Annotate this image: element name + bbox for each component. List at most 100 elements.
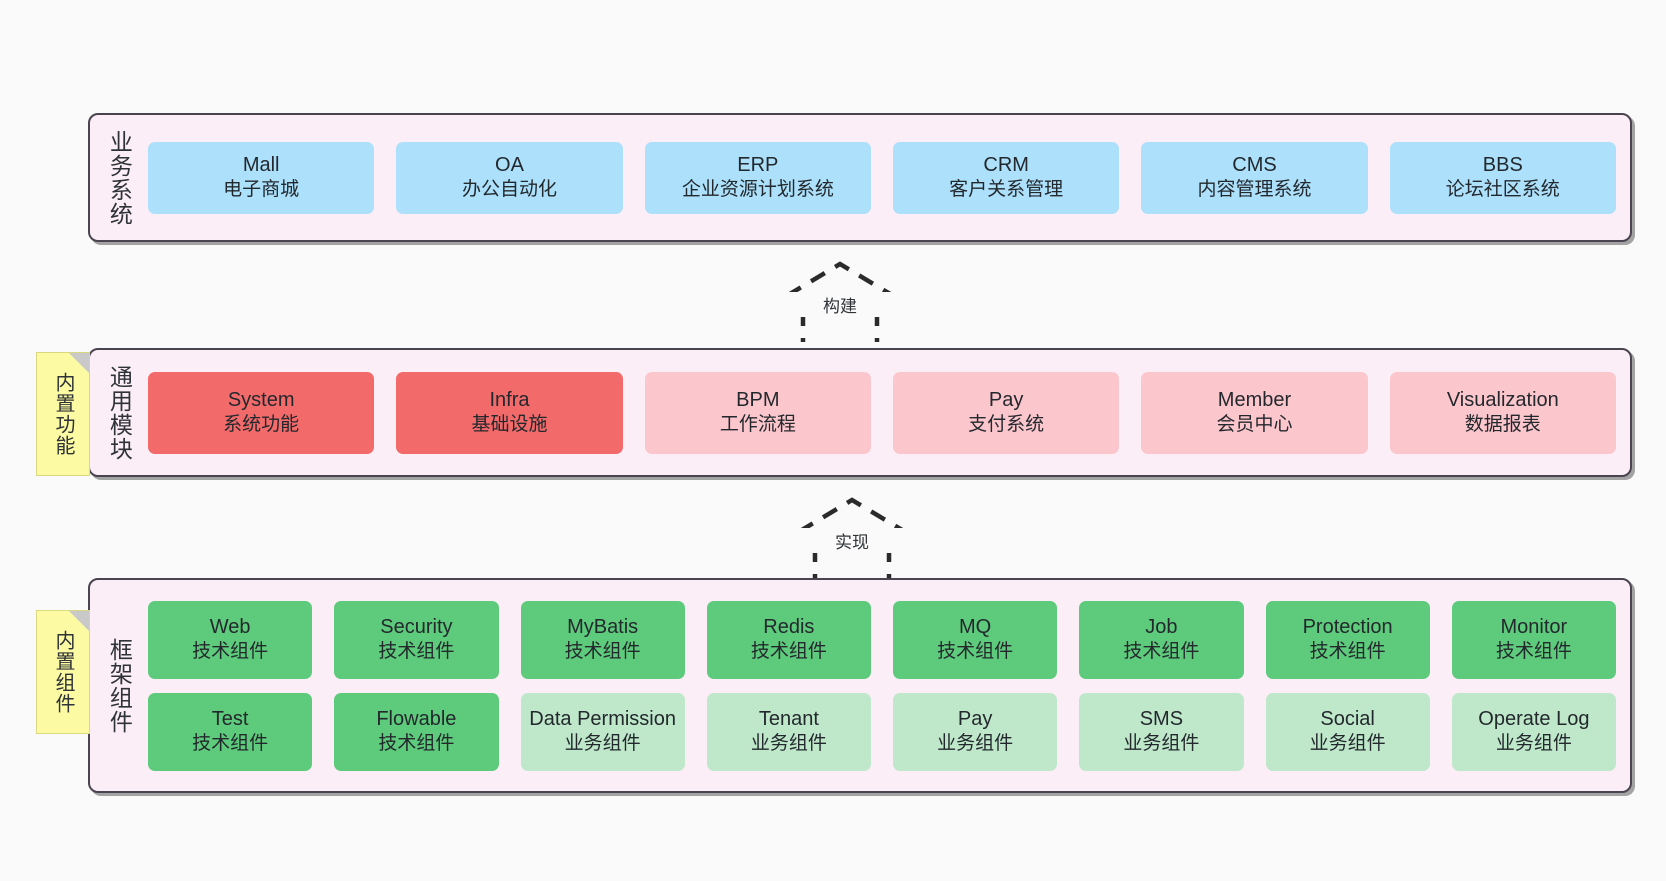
component-card-web[interactable]: Web 技术组件 xyxy=(148,600,313,679)
connector-implement-arrow: 实现 xyxy=(757,494,947,579)
card-title: Mall xyxy=(242,154,280,177)
card-title: Test xyxy=(211,708,249,731)
card-subtitle: 技术组件 xyxy=(1309,641,1386,663)
card-title: SMS xyxy=(1139,708,1184,731)
card-subtitle: 技术组件 xyxy=(937,641,1014,663)
business-row: Mall 电子商城 OA 办公自动化 ERP 企业资源计划系统 CRM 客户关系… xyxy=(148,141,1616,214)
module-card-pay[interactable]: Pay 支付系统 xyxy=(892,371,1120,454)
card-subtitle: 系统功能 xyxy=(223,414,300,436)
framework-row-business: Test 技术组件 Flowable 技术组件 Data Permission … xyxy=(148,692,1616,771)
card-title: Data Permission xyxy=(529,708,676,731)
card-subtitle: 客户关系管理 xyxy=(949,179,1064,201)
business-card-crm[interactable]: CRM 客户关系管理 xyxy=(892,141,1120,214)
card-title: OA xyxy=(495,154,524,177)
component-card-monitor[interactable]: Monitor 技术组件 xyxy=(1451,600,1616,679)
component-card-redis[interactable]: Redis 技术组件 xyxy=(706,600,871,679)
connector-build-arrow: 构建 xyxy=(745,258,935,343)
common-row: System 系统功能 Infra 基础设施 BPM 工作流程 Pay 支付系统… xyxy=(148,371,1616,454)
module-card-infra[interactable]: Infra 基础设施 xyxy=(396,371,623,454)
card-title: System xyxy=(227,389,295,412)
card-subtitle: 技术组件 xyxy=(192,641,269,663)
business-card-bbs[interactable]: BBS 论坛社区系统 xyxy=(1389,141,1616,214)
layer-framework-components: 框架组件 Web 技术组件 Security 技术组件 MyBatis 技术组件… xyxy=(88,578,1632,793)
layer-framework-components-body: Web 技术组件 Security 技术组件 MyBatis 技术组件 Redi… xyxy=(138,580,1630,791)
component-card-mq[interactable]: MQ 技术组件 xyxy=(893,600,1058,679)
component-card-data-permission[interactable]: Data Permission 业务组件 xyxy=(520,692,685,771)
card-title: CMS xyxy=(1232,154,1277,177)
layer-business-systems-body: Mall 电子商城 OA 办公自动化 ERP 企业资源计划系统 CRM 客户关系… xyxy=(138,115,1630,240)
component-card-sms[interactable]: SMS 业务组件 xyxy=(1079,692,1244,771)
card-title: Security xyxy=(380,616,453,639)
card-subtitle: 论坛社区系统 xyxy=(1445,179,1560,201)
component-card-security[interactable]: Security 技术组件 xyxy=(334,600,499,679)
component-card-mybatis[interactable]: MyBatis 技术组件 xyxy=(520,600,685,679)
component-card-job[interactable]: Job 技术组件 xyxy=(1079,600,1244,679)
component-card-social[interactable]: Social 业务组件 xyxy=(1265,692,1430,771)
card-title: BBS xyxy=(1482,154,1523,177)
module-card-bpm[interactable]: BPM 工作流程 xyxy=(644,371,871,454)
component-card-flowable[interactable]: Flowable 技术组件 xyxy=(334,692,499,771)
business-card-mall[interactable]: Mall 电子商城 xyxy=(148,141,375,214)
note-builtin-components: 内置组件 xyxy=(36,610,90,734)
component-card-operate-log[interactable]: Operate Log 业务组件 xyxy=(1451,692,1616,771)
connector-build-label: 构建 xyxy=(745,292,935,317)
card-title: Job xyxy=(1145,616,1178,639)
card-subtitle: 业务组件 xyxy=(1123,733,1200,755)
card-subtitle: 技术组件 xyxy=(750,641,827,663)
card-subtitle: 内容管理系统 xyxy=(1197,179,1312,201)
card-subtitle: 业务组件 xyxy=(937,733,1014,755)
card-subtitle: 技术组件 xyxy=(378,641,455,663)
component-card-test[interactable]: Test 技术组件 xyxy=(148,692,313,771)
card-title: MQ xyxy=(959,616,992,639)
card-subtitle: 业务组件 xyxy=(1309,733,1386,755)
layer-common-modules-body: System 系统功能 Infra 基础设施 BPM 工作流程 Pay 支付系统… xyxy=(138,350,1630,475)
card-title: Flowable xyxy=(376,708,457,731)
layer-common-modules: 通用模块 System 系统功能 Infra 基础设施 BPM 工作流程 Pay… xyxy=(88,348,1632,477)
card-title: Pay xyxy=(988,389,1024,412)
layer-business-systems: 业务系统 Mall 电子商城 OA 办公自动化 ERP 企业资源计划系统 CRM… xyxy=(88,113,1632,242)
business-card-cms[interactable]: CMS 内容管理系统 xyxy=(1141,141,1368,214)
card-subtitle: 技术组件 xyxy=(192,733,269,755)
module-card-visualization[interactable]: Visualization 数据报表 xyxy=(1389,371,1616,454)
card-title: Infra xyxy=(489,389,530,412)
card-subtitle: 技术组件 xyxy=(1495,641,1572,663)
card-title: BPM xyxy=(736,389,780,412)
card-subtitle: 支付系统 xyxy=(968,414,1045,436)
card-subtitle: 企业资源计划系统 xyxy=(681,179,834,201)
card-subtitle: 基础设施 xyxy=(471,414,548,436)
component-card-tenant[interactable]: Tenant 业务组件 xyxy=(706,692,871,771)
framework-row-tech: Web 技术组件 Security 技术组件 MyBatis 技术组件 Redi… xyxy=(148,600,1616,679)
card-subtitle: 电子商城 xyxy=(223,179,300,201)
card-title: Member xyxy=(1217,389,1292,412)
component-card-protection[interactable]: Protection 技术组件 xyxy=(1265,600,1430,679)
card-title: Social xyxy=(1320,708,1375,731)
card-title: MyBatis xyxy=(567,616,639,639)
card-title: ERP xyxy=(737,154,779,177)
note-builtin-components-label: 内置组件 xyxy=(52,630,74,714)
component-card-pay[interactable]: Pay 业务组件 xyxy=(893,692,1058,771)
connector-implement-label: 实现 xyxy=(757,528,947,553)
note-builtin-features: 内置功能 xyxy=(36,352,90,476)
layer-common-modules-label: 通用模块 xyxy=(106,364,133,461)
business-card-oa[interactable]: OA 办公自动化 xyxy=(396,141,623,214)
card-title: Monitor xyxy=(1500,616,1568,639)
card-subtitle: 业务组件 xyxy=(564,733,641,755)
card-title: Pay xyxy=(957,708,993,731)
card-title: Web xyxy=(209,616,251,639)
module-card-member[interactable]: Member 会员中心 xyxy=(1141,371,1368,454)
module-card-system[interactable]: System 系统功能 xyxy=(148,371,375,454)
layer-business-systems-label: 业务系统 xyxy=(106,129,133,226)
card-subtitle: 技术组件 xyxy=(564,641,641,663)
card-subtitle: 数据报表 xyxy=(1464,414,1541,436)
card-title: Visualization xyxy=(1446,389,1559,412)
card-subtitle: 工作流程 xyxy=(719,414,796,436)
card-subtitle: 技术组件 xyxy=(378,733,455,755)
note-builtin-features-label: 内置功能 xyxy=(52,372,74,456)
card-subtitle: 业务组件 xyxy=(1495,733,1572,755)
layer-framework-components-label: 框架组件 xyxy=(106,637,133,734)
business-card-erp[interactable]: ERP 企业资源计划系统 xyxy=(644,141,871,214)
card-subtitle: 业务组件 xyxy=(750,733,827,755)
card-title: Operate Log xyxy=(1478,708,1590,731)
card-subtitle: 会员中心 xyxy=(1216,414,1293,436)
card-title: Protection xyxy=(1302,616,1393,639)
